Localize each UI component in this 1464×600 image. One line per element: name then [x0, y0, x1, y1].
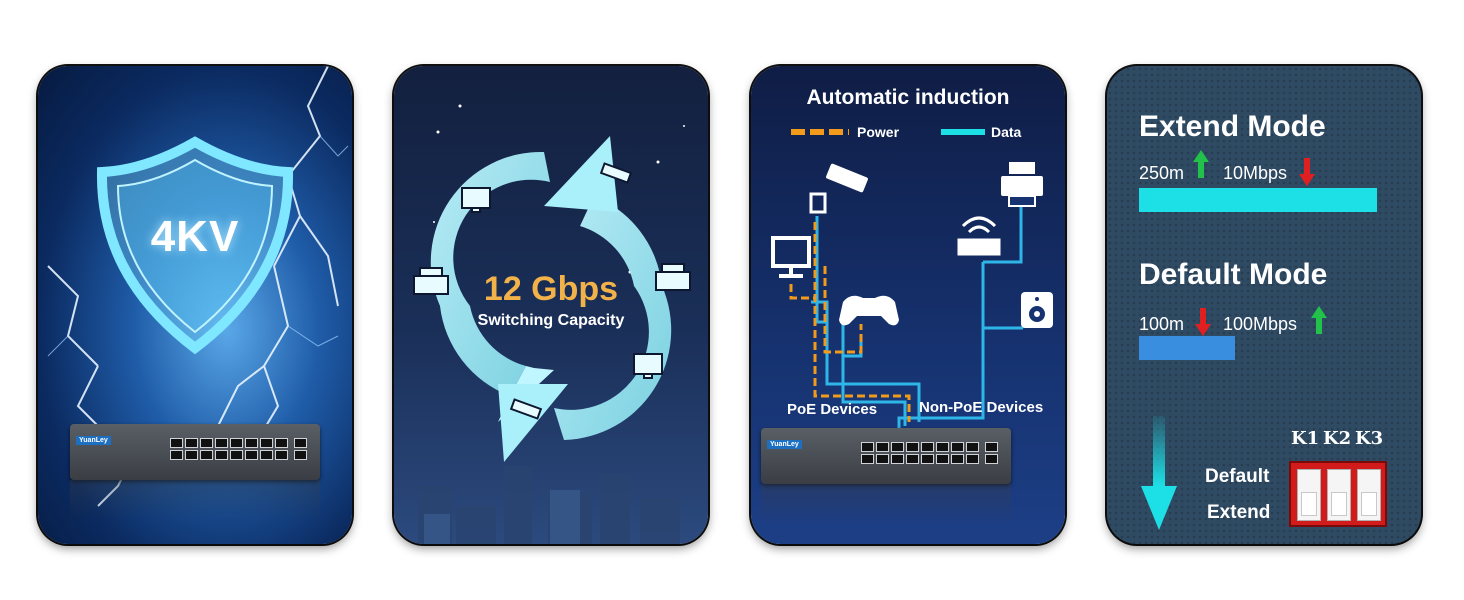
speaker-icon	[1021, 292, 1053, 328]
arrow-up-icon	[1311, 306, 1327, 334]
arrow-down-icon	[1299, 158, 1315, 186]
switch-ports	[170, 438, 288, 460]
surge-rating-label: 4KV	[150, 212, 240, 261]
default-mode-title: Default Mode	[1139, 258, 1328, 291]
monitor-icon	[771, 236, 811, 278]
extend-mode-bar	[1139, 188, 1377, 212]
dip-extend-label: Extend	[1207, 502, 1271, 523]
dip-switch-k1	[1297, 469, 1321, 521]
default-mode-bar	[1139, 336, 1235, 360]
topology-diagram	[771, 129, 1053, 430]
dip-header-k2: K2	[1323, 428, 1352, 449]
dip-header-k1: K1	[1291, 428, 1320, 449]
mode-arrows	[1141, 150, 1327, 530]
printer-icon	[413, 263, 691, 295]
legend-power: Power	[857, 124, 900, 140]
switch-uplink-ports	[985, 442, 998, 464]
extend-mode-title: Extend Mode	[1139, 110, 1326, 143]
switch-ports	[861, 442, 979, 464]
automatic-induction-card: Automatic induction	[751, 66, 1065, 544]
camera-icon	[509, 162, 633, 420]
switching-capacity-card: 12 Gbps Switching Capacity	[394, 66, 708, 544]
dip-switch-k3	[1357, 469, 1381, 521]
default-speed: 100Mbps	[1223, 314, 1298, 334]
switch-brand: YuanLey	[76, 436, 111, 445]
capacity-caption: Switching Capacity	[477, 312, 625, 329]
dip-header-k3: K3	[1355, 428, 1384, 449]
dip-switch-icon	[1289, 461, 1387, 527]
dip-default-label: Default	[1205, 466, 1270, 487]
camera-icon	[809, 163, 868, 214]
transmission-modes-card: Extend Mode 250m 10Mbps Default Mode 100…	[1107, 66, 1421, 544]
extend-distance: 250m	[1139, 163, 1185, 183]
switch-uplink-ports	[294, 438, 307, 460]
switch-reflection	[70, 480, 320, 520]
router-icon	[957, 216, 1001, 256]
extend-speed: 10Mbps	[1223, 163, 1288, 183]
printer-icon	[1001, 162, 1043, 207]
arrow-up-icon	[1193, 150, 1209, 178]
non-poe-devices-label: Non-PoE Devices	[919, 399, 1044, 416]
network-switch-image: YuanLey	[761, 428, 1011, 484]
network-switch-image: YuanLey	[70, 424, 320, 480]
dip-switch-k2	[1327, 469, 1351, 521]
monitor-icon	[461, 187, 663, 379]
induction-title: Automatic induction	[806, 86, 1010, 109]
legend-data: Data	[991, 124, 1022, 140]
surge-protection-card: 4KV YuanLey	[38, 66, 352, 544]
switch-reflection	[761, 484, 1011, 524]
shield-icon	[96, 136, 294, 355]
poe-devices-label: PoE Devices	[787, 401, 878, 418]
default-distance: 100m	[1139, 314, 1185, 334]
gamepad-icon	[839, 295, 899, 326]
arrow-down-icon	[1195, 308, 1211, 336]
switch-brand: YuanLey	[767, 440, 802, 449]
cycle-arrows-icon	[413, 104, 691, 544]
capacity-value: 12 Gbps	[483, 270, 619, 308]
arrow-down-icon	[1141, 416, 1177, 530]
